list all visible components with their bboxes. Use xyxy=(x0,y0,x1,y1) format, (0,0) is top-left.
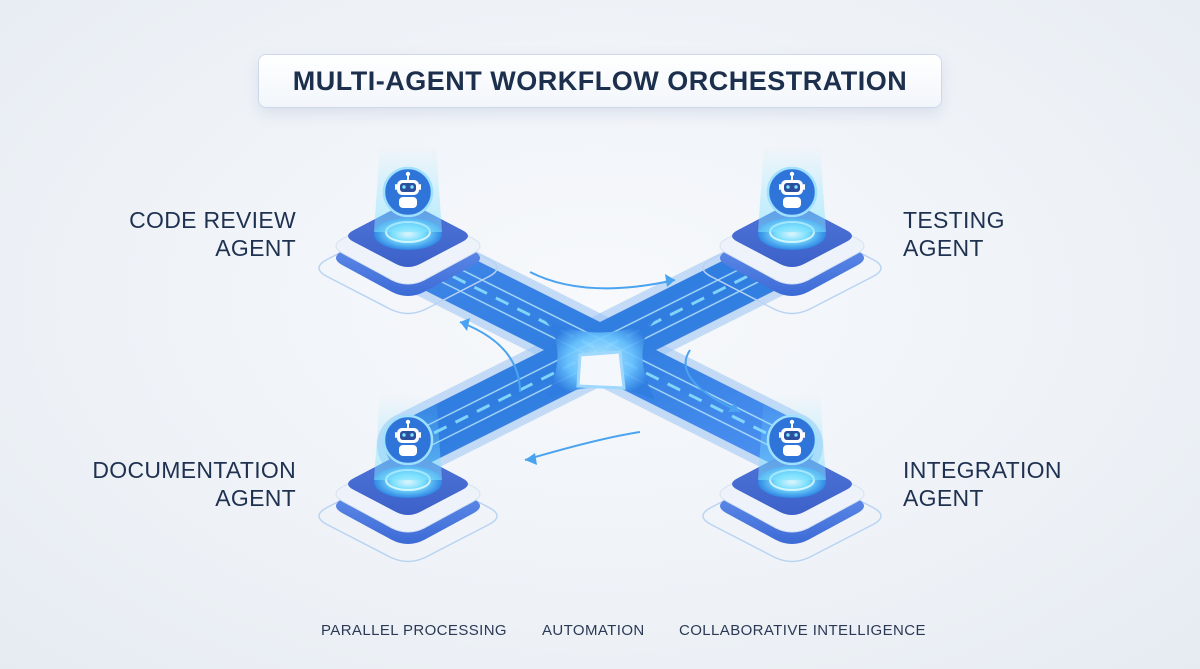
robot-icon xyxy=(766,414,818,466)
flow-arrowhead xyxy=(728,403,740,412)
flow-arrow xyxy=(684,349,741,413)
flow-arrowhead xyxy=(525,453,537,465)
agent-label-testing: TESTING AGENT xyxy=(903,207,1005,261)
title-banner: MULTI-AGENT WORKFLOW ORCHESTRATION xyxy=(258,54,942,108)
hub-junction xyxy=(545,320,655,400)
flow-arrow xyxy=(524,431,641,461)
robot-icon xyxy=(382,166,434,218)
flow-arrow xyxy=(459,321,521,393)
flow-arrowhead xyxy=(665,274,675,287)
agent-label-code-review: CODE REVIEW AGENT xyxy=(129,207,296,261)
agent-platform-documentation xyxy=(318,394,498,563)
flow-arrows xyxy=(459,271,741,461)
page-title: MULTI-AGENT WORKFLOW ORCHESTRATION xyxy=(292,65,908,96)
agent-label-documentation: DOCUMENTATION AGENT xyxy=(92,457,296,511)
agent-platform-testing xyxy=(702,146,882,315)
flow-arrowhead xyxy=(460,318,470,331)
flow-arrow xyxy=(529,271,676,290)
robot-icon xyxy=(766,166,818,218)
footer-tag-automation: AUTOMATION xyxy=(542,622,645,639)
footer-tag-collaborative: COLLABORATIVE INTELLIGENCE xyxy=(679,622,926,639)
robot-icon xyxy=(382,414,434,466)
agent-platform-integration xyxy=(702,394,882,563)
footer-tag-parallel: PARALLEL PROCESSING xyxy=(321,622,507,639)
agent-label-integration: INTEGRATION AGENT xyxy=(903,457,1062,511)
agent-platform-code-review xyxy=(318,146,498,315)
